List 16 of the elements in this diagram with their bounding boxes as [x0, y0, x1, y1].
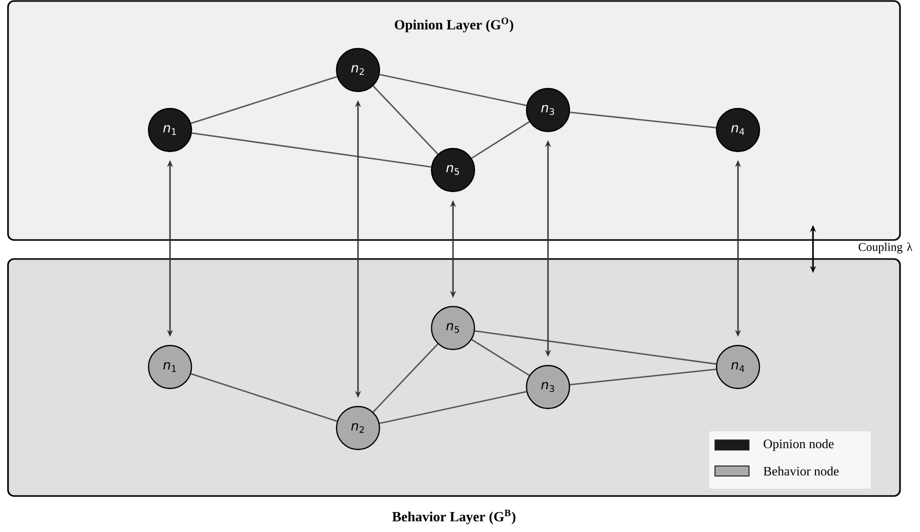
connector [372, 86, 438, 154]
connector [471, 121, 530, 159]
connector [570, 368, 716, 386]
connector [379, 74, 527, 106]
legend-text: Behavior node [764, 466, 839, 476]
connector [190, 373, 338, 422]
connector [474, 330, 716, 365]
legend-text: Opinion node [764, 439, 834, 451]
connector [372, 344, 438, 412]
connector [190, 76, 338, 124]
coupling-label: Coupling λ [858, 242, 912, 254]
node-label: Behavior Layer (G$^{B}$) [392, 510, 516, 524]
connector [379, 390, 527, 424]
connector [570, 112, 716, 128]
connector [192, 132, 432, 168]
connector [471, 339, 530, 376]
